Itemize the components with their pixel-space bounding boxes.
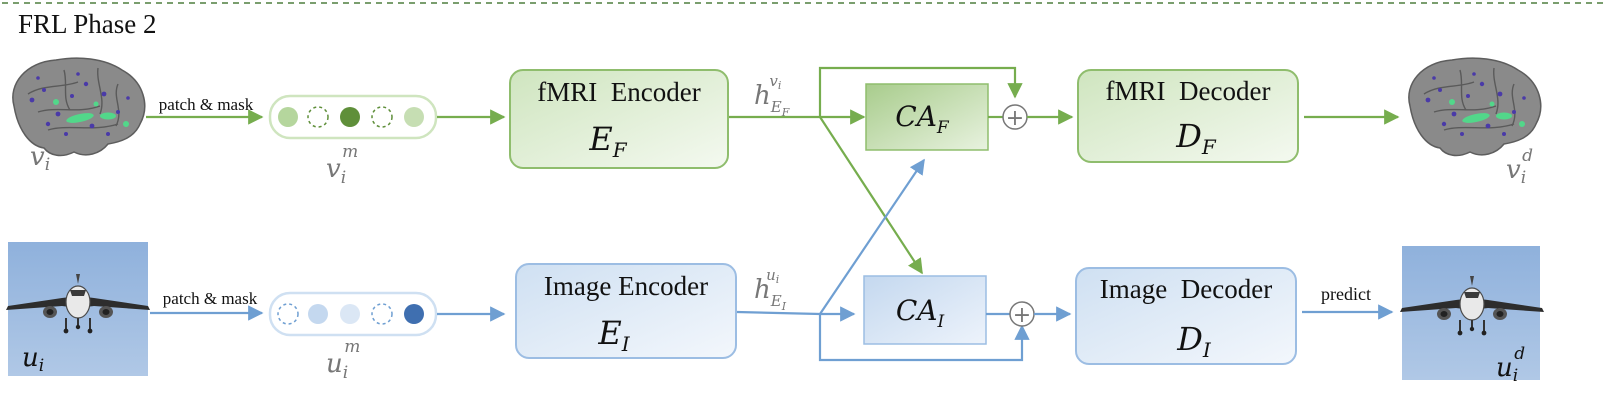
image-decoder-name: Image Decoder — [1100, 274, 1272, 304]
svg-text:ui: ui — [22, 343, 44, 376]
token-visible — [404, 107, 424, 127]
token-visible — [278, 107, 298, 127]
cross-attention-f-block: CAF — [865, 83, 989, 151]
var-v-output: vid — [1506, 146, 1533, 188]
fmri-encoder-name: fMRI Encoder — [537, 77, 700, 107]
token-masked — [371, 106, 393, 128]
svg-text:uid: uid — [1496, 344, 1525, 386]
var-u-output: uid — [1496, 344, 1525, 386]
svg-text:CAF: CAF — [895, 100, 950, 138]
svg-text:hEIui: hEIui — [754, 266, 787, 313]
arrow-image-to-ca-f — [819, 158, 925, 315]
image-encoder-name: Image Encoder — [544, 271, 708, 301]
svg-text:CAI: CAI — [896, 294, 945, 332]
arrow-fmri-skip-to-plus — [818, 66, 1023, 117]
label-patch-mask-bottom: patch & mask — [163, 289, 258, 308]
label-patch-mask-top: patch & mask — [159, 95, 254, 114]
fmri-masked-tokens — [268, 94, 438, 140]
image-masked-tokens — [268, 291, 438, 337]
arrow-fmri-to-ca-i — [819, 116, 923, 275]
brain-output-image — [1408, 57, 1542, 157]
label-predict: predict — [1321, 284, 1371, 304]
token-masked — [371, 303, 393, 325]
fmri-encoder-symbol: EF — [588, 120, 627, 162]
token-masked — [307, 106, 329, 128]
airplane-input-image — [5, 242, 151, 376]
fmri-decoder-block: fMRI Decoder DF — [1077, 69, 1299, 163]
phase-title: FRL Phase 2 — [18, 9, 157, 39]
var-v-input: vi — [30, 142, 50, 175]
svg-text:vid: vid — [1506, 146, 1533, 188]
svg-text:uim: uim — [326, 337, 360, 383]
svg-text:+: + — [1013, 303, 1031, 328]
plus-node-bottom: + — [1009, 301, 1035, 328]
airplane-output-image — [1399, 246, 1545, 380]
image-decoder-block: Image Decoder DI — [1075, 267, 1297, 365]
fmri-decoder-name: fMRI Decoder — [1106, 76, 1271, 106]
token-visible — [340, 107, 360, 127]
brain-input-image — [12, 57, 146, 157]
token-visible — [340, 304, 360, 324]
svg-text:vim: vim — [326, 142, 358, 188]
svg-text:vi: vi — [30, 142, 50, 175]
latent-h-fmri: hEFvi — [754, 72, 790, 119]
cross-attention-i-block: CAI — [863, 275, 987, 345]
var-v-masked: vim — [326, 142, 358, 188]
arrow-image-skip-to-plus — [818, 314, 1030, 362]
image-decoder-symbol: DI — [1176, 320, 1212, 362]
var-u-masked: uim — [326, 337, 360, 383]
token-visible — [404, 304, 424, 324]
image-encoder-block: Image Encoder EI — [515, 263, 737, 359]
latent-h-image: hEIui — [754, 266, 787, 313]
image-encoder-symbol: EI — [597, 314, 630, 356]
arrow-image-encoder-to-ca-i — [736, 306, 856, 322]
token-visible — [308, 304, 328, 324]
fmri-decoder-symbol: DF — [1175, 117, 1217, 159]
svg-text:+: + — [1006, 106, 1024, 131]
plus-node-top: + — [1002, 104, 1028, 131]
svg-text:hEFvi: hEFvi — [754, 72, 790, 119]
token-masked — [277, 303, 299, 325]
fmri-encoder-block: fMRI Encoder EF — [509, 69, 729, 169]
var-u-input: ui — [22, 343, 44, 376]
